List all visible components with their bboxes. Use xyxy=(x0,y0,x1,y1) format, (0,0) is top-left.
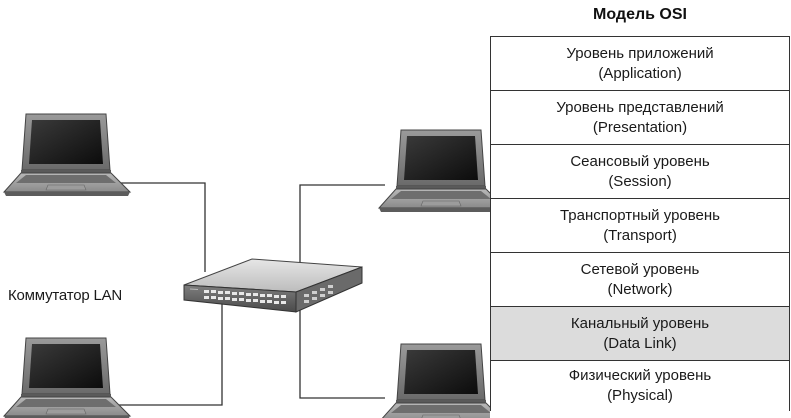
layer-english-name: (Application) xyxy=(598,64,682,82)
laptop-icon xyxy=(3,337,131,418)
osi-layer-application: Уровень приложений (Application) xyxy=(491,37,789,91)
cable-bottom-right xyxy=(299,302,385,399)
osi-layer-network: Сетевой уровень (Network) xyxy=(491,253,789,307)
layer-name: Физический уровень xyxy=(568,367,712,384)
cable-bottom-left xyxy=(112,300,223,406)
laptop-icon xyxy=(378,129,490,213)
network-cables xyxy=(112,182,385,406)
switch-label: Коммутатор LAN xyxy=(8,287,123,304)
laptop-icon xyxy=(378,343,490,418)
network-topology xyxy=(3,113,490,418)
cable-top-left xyxy=(112,182,206,272)
layer-name: Транспортный уровень xyxy=(559,206,720,224)
layer-name: Уровень представлений xyxy=(556,98,724,116)
osi-model-title: Модель OSI xyxy=(593,6,687,23)
layer-name: Сетевой уровень xyxy=(580,260,700,278)
layer-english-name: (Data Link) xyxy=(603,334,677,352)
osi-layer-table: Уровень приложений (Application) Уровень… xyxy=(490,36,790,411)
cable-top-right xyxy=(299,184,385,262)
layer-name: Канальный уровень xyxy=(570,314,710,332)
osi-layer-presentation: Уровень представлений (Presentation) xyxy=(491,91,789,145)
osi-layer-session: Сеансовый уровень (Session) xyxy=(491,145,789,199)
osi-layer-physical: Физический уровень (Physical) xyxy=(491,361,789,411)
layer-english-name: (Transport) xyxy=(603,226,677,244)
layer-name: Сеансовый уровень xyxy=(570,152,710,170)
layer-name: Уровень приложений xyxy=(566,44,714,62)
osi-layer-data-link: Канальный уровень (Data Link) xyxy=(491,307,789,361)
layer-english-name: (Network) xyxy=(607,280,673,298)
network-switch-icon xyxy=(183,258,363,313)
osi-layer-transport: Транспортный уровень (Transport) xyxy=(491,199,789,253)
layer-english-name: (Presentation) xyxy=(592,118,688,136)
layer-english-name: (Session) xyxy=(608,172,672,190)
layer-english-name: (Physical) xyxy=(607,387,673,404)
laptop-icon xyxy=(3,113,131,197)
